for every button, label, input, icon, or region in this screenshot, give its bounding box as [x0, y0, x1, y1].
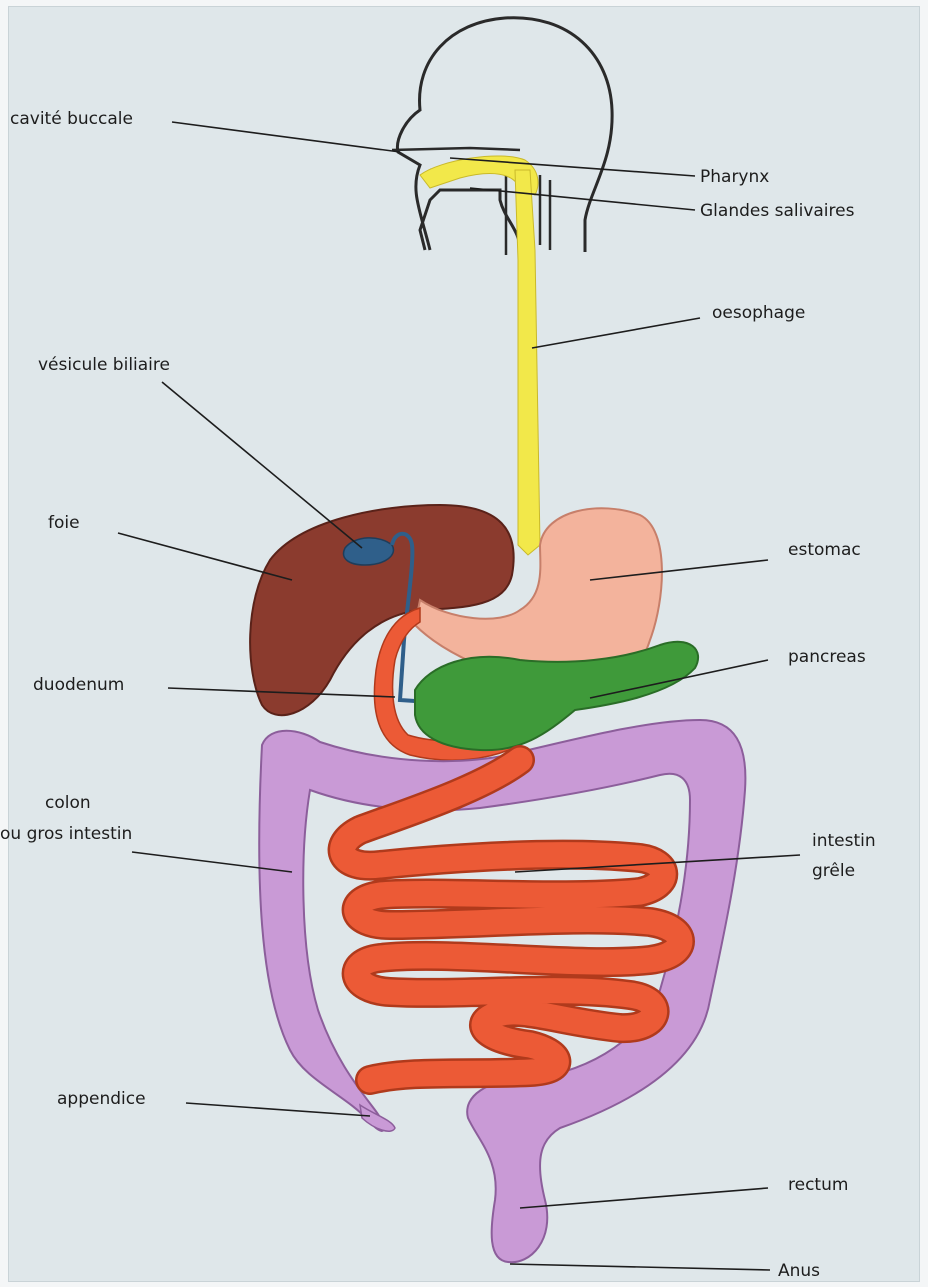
leader-appendice	[186, 1103, 370, 1116]
label-foie: foie	[48, 512, 80, 534]
label-cavite-buccale: cavité buccale	[10, 108, 133, 130]
label-appendice: appendice	[57, 1088, 146, 1110]
small-intestine-shape	[343, 760, 680, 1080]
leader-cavite-buccale	[172, 122, 400, 152]
leader-rectum	[520, 1188, 768, 1208]
label-estomac: estomac	[788, 539, 861, 561]
appendix-shape	[360, 1105, 395, 1131]
label-glandes-salivaires: Glandes salivaires	[700, 200, 854, 222]
leader-anus	[510, 1264, 770, 1270]
label-intestin: intestin	[812, 830, 876, 852]
label-colon: colon	[45, 792, 91, 814]
label-vesicule-biliaire: vésicule biliaire	[38, 354, 170, 376]
label-pharynx: Pharynx	[700, 166, 769, 188]
label-pancreas: pancreas	[788, 646, 866, 668]
leader-oesophage	[532, 318, 700, 348]
gallbladder-shape	[344, 538, 394, 565]
label-grele: grêle	[812, 860, 855, 882]
label-oesophage: oesophage	[712, 302, 805, 324]
label-anus: Anus	[778, 1260, 820, 1282]
label-duodenum: duodenum	[33, 674, 124, 696]
label-rectum: rectum	[788, 1174, 848, 1196]
label-gros-intestin: ou gros intestin	[0, 823, 132, 845]
leader-vesicule	[162, 382, 362, 548]
leader-foie	[118, 533, 292, 580]
oesophagus-shape	[515, 170, 540, 555]
